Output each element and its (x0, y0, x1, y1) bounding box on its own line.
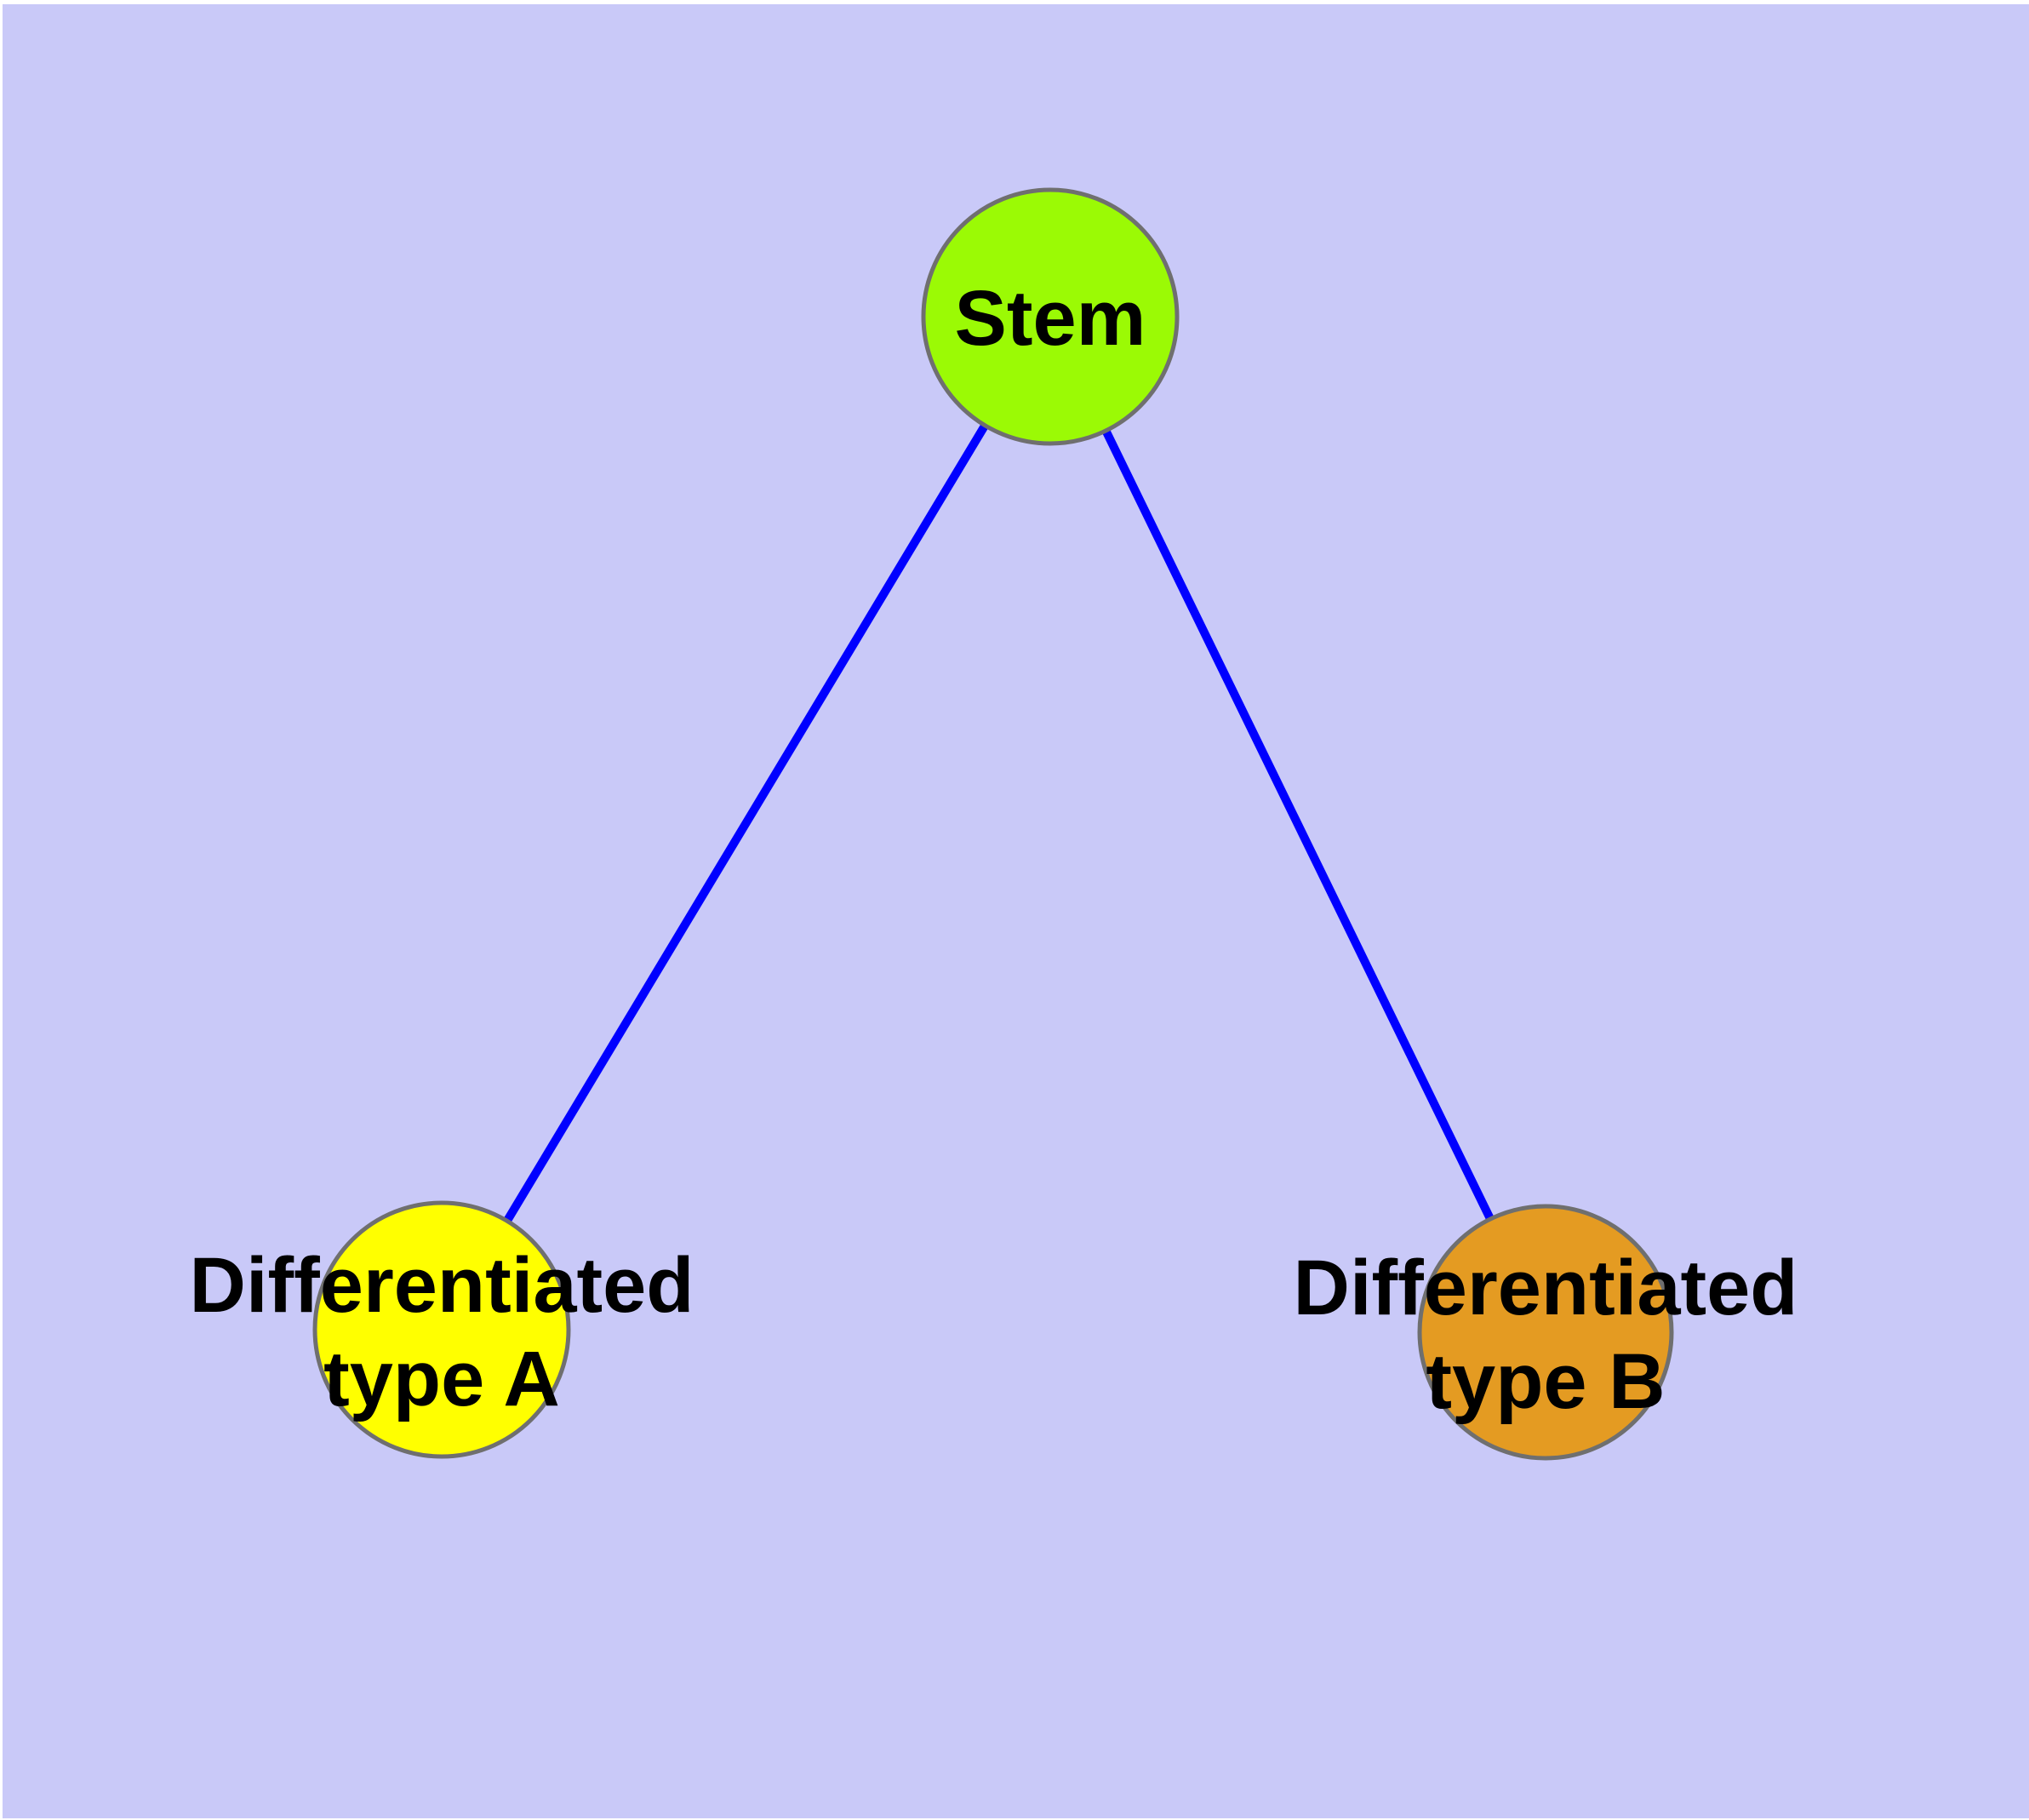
node-differentiated-type-b-circle (1417, 1204, 1674, 1461)
node-differentiated-type-a-label-line1: Differentiated (190, 1242, 694, 1329)
edge-stem-to-type-b (1046, 314, 1550, 1335)
node-stem-label: Stem (955, 275, 1146, 362)
node-differentiated-type-b: Differentiated type B (1294, 1204, 1798, 1461)
node-stem: Stem (921, 187, 1180, 446)
node-differentiated-type-a: Differentiated type A (190, 1200, 694, 1459)
node-stem-circle (921, 187, 1180, 446)
edge-stem-to-type-a (437, 314, 1055, 1332)
node-differentiated-type-a-circle (312, 1200, 571, 1459)
node-differentiated-type-a-label-line2: type A (323, 1336, 560, 1422)
node-differentiated-type-b-label-line1: Differentiated (1294, 1245, 1798, 1331)
node-differentiated-type-b-label-line2: type B (1426, 1338, 1665, 1425)
